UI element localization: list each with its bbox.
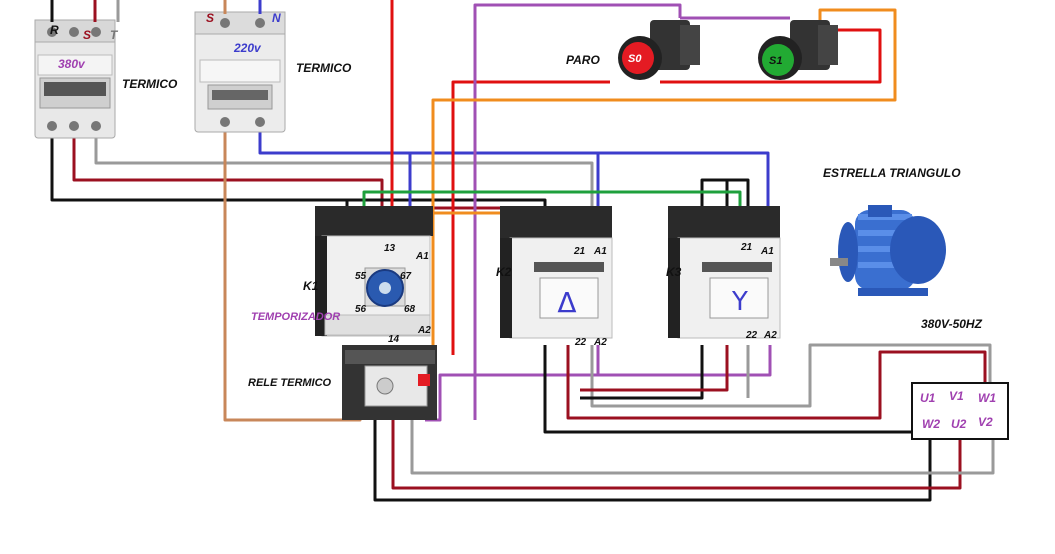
motor-icon [830,205,946,296]
k2-terminal-a2: A2 [593,337,607,348]
start-button-label: S1 [769,55,782,67]
wire-darkred-k2-out [566,345,987,420]
k2-terminal-22: 22 [574,337,587,348]
k1-terminal-67: 67 [400,271,412,282]
k1-terminal-56: 56 [355,304,367,315]
terminal-v2: V2 [978,415,993,429]
contactor-k1 [315,206,433,337]
diagram-title: ESTRELLA TRIANGULO [823,166,961,180]
wires [50,0,995,502]
terminal-s: S [83,28,91,42]
breaker-2-pole [194,0,286,133]
motor-terminal-box [911,382,1009,440]
star-symbol: Y [731,287,748,317]
wire-gray-k2-out [590,343,992,408]
wire-red-s1 [660,28,882,84]
stop-caption: PARO [566,53,600,67]
wire-gray-l3 [94,135,594,215]
k3-terminal-21: 21 [740,242,753,253]
wire-darkred-l2 [72,135,384,215]
timer-label: TEMPORIZADOR [251,311,340,323]
wire-black-out [373,420,932,502]
stop-button [618,20,700,80]
relay-label: RELE TERMICO [248,377,332,389]
contactor-k3 [668,206,781,339]
thermal-relay [342,345,437,420]
wire-purple-k3 [598,345,772,377]
k3-terminal-a2: A2 [763,330,777,341]
stop-button-label: S0 [628,53,642,65]
terminal-u2: U2 [951,417,967,431]
wire-gray-out [410,420,995,475]
k1-terminal-a2: A2 [417,325,431,336]
breaker-3-phase [34,0,120,139]
breaker3-voltage: 380v [58,57,86,71]
wire-darkred-k3-out [580,345,729,392]
wire-red-stop [451,80,610,355]
breaker3-label: TERMICO [122,77,178,91]
terminal-r: R [50,23,59,37]
terminal-s2: S [206,11,214,25]
terminal-n: N [272,11,281,25]
k1-terminal-a1: A1 [415,251,429,262]
breaker2-voltage: 220v [233,41,262,55]
k1-terminal-68: 68 [404,304,416,315]
terminal-u1: U1 [920,391,936,405]
k3-terminal-22: 22 [745,330,758,341]
motor-rating: 380V-50HZ [921,317,983,331]
breaker2-label: TERMICO [296,61,352,75]
k3-label: K3 [666,265,682,279]
wire-purple-a2 [425,345,600,422]
wire-black-k3-out [580,345,704,400]
start-button [758,20,838,80]
k2-terminal-21: 21 [573,246,586,257]
k3-terminal-a1: A1 [760,246,774,257]
wire-black-k3 [700,178,750,215]
k1-terminal-14: 14 [388,334,400,345]
delta-symbol: Δ [557,286,576,319]
terminal-w1: W1 [978,391,996,405]
wire-darkred-out [391,420,962,490]
terminal-t: T [110,28,119,42]
contactor-k2 [500,206,613,339]
k1-terminal-13: 13 [384,243,396,254]
k1-terminal-55: 55 [355,271,367,282]
k1-label: K1 [303,279,319,293]
k2-terminal-a1: A1 [593,246,607,257]
terminal-w2: W2 [922,417,940,431]
terminal-v1: V1 [949,389,964,403]
k2-label: K2 [496,265,512,279]
wire-orange [431,8,897,350]
